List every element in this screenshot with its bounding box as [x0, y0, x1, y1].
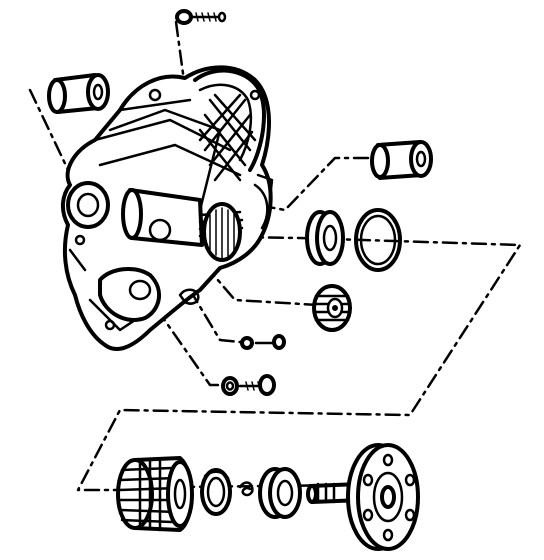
leader-right-bushing [173, 156, 374, 212]
nut-washer-lower [221, 374, 276, 396]
output-gear [116, 456, 194, 532]
leader-nut-upper [188, 288, 242, 344]
output-bearing [258, 467, 302, 519]
leader-main-shaft [76, 233, 522, 492]
nut-washer-upper [240, 334, 286, 350]
top-bolt [175, 9, 227, 25]
drive-flange [306, 443, 420, 551]
retaining-clip [200, 468, 232, 516]
leader-pinion [203, 263, 320, 307]
pinion-gear [312, 284, 352, 332]
right-bushing [370, 140, 433, 180]
left-bushing [47, 73, 110, 114]
inner-bearing [305, 210, 345, 266]
snap-ring-upper [354, 208, 402, 272]
spring-clip [238, 481, 254, 497]
housing-assembly [61, 65, 274, 351]
